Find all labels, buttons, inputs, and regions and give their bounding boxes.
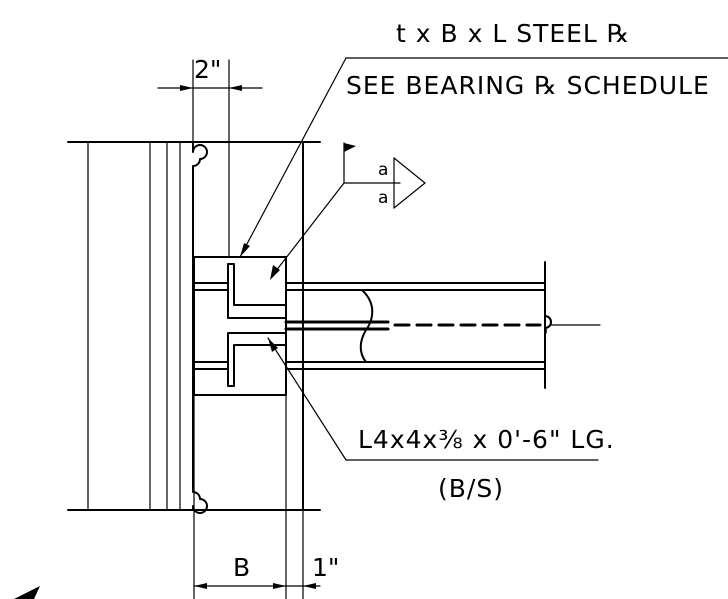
top-dimension-label: 2" <box>194 55 221 84</box>
section-arrow-fragment <box>14 586 40 599</box>
bottom-dimension-B: B <box>233 553 250 582</box>
column-section <box>67 141 321 511</box>
angle-callout-line2: (B/S) <box>438 474 504 503</box>
weld-symbol <box>270 142 426 280</box>
plate-callout-line2: SEE BEARING ℞ SCHEDULE <box>346 71 710 100</box>
column-break-line <box>192 141 208 514</box>
top-dimension <box>157 59 263 258</box>
plate-callout-leader <box>239 57 728 258</box>
angle-callout-line1: L4x4x⅜ x 0'-6" LG. <box>358 425 615 454</box>
angle-callout-leader <box>267 337 599 461</box>
weld-size-bottom: a <box>378 188 388 208</box>
beam <box>284 261 601 389</box>
angle-clips <box>193 263 287 387</box>
bottom-dimension <box>193 394 321 599</box>
bottom-dimension-1in: 1" <box>312 553 339 582</box>
weld-size-top: a <box>378 160 388 180</box>
plate-callout-line1: t x B x L STEEL ℞ <box>396 19 630 48</box>
